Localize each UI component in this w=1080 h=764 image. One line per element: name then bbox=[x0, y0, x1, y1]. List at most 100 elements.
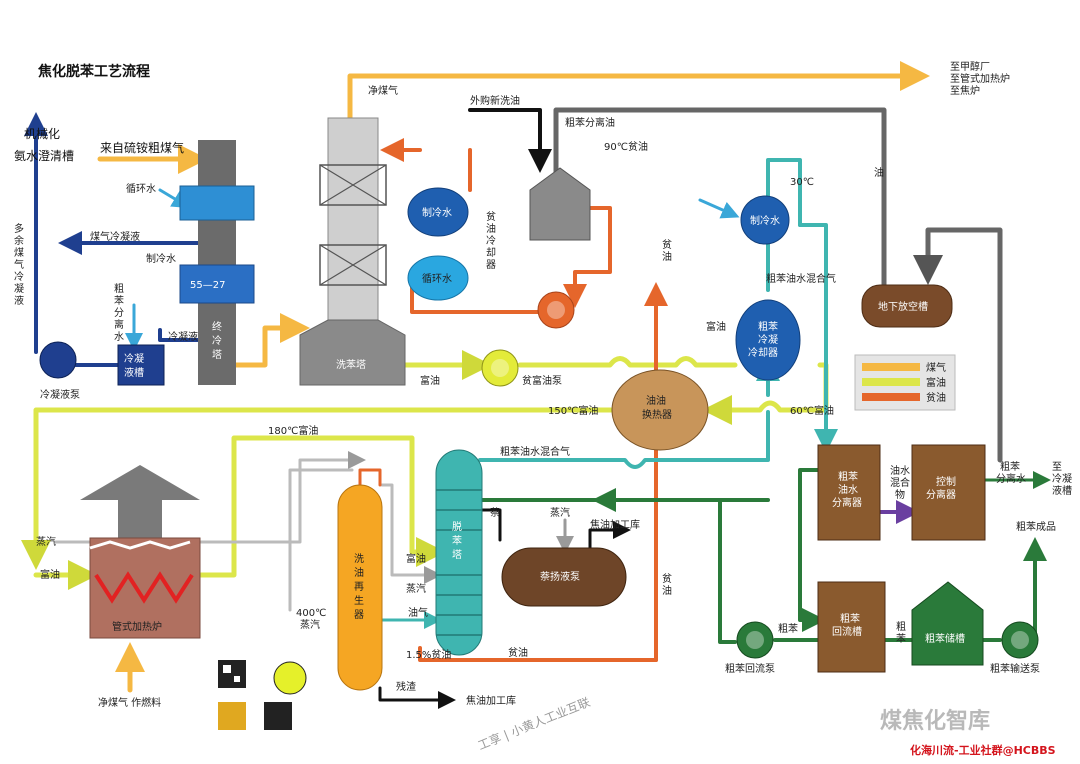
label-mechanized-1: 机械化 bbox=[24, 126, 60, 141]
label-reflux-2: 回流槽 bbox=[832, 625, 862, 638]
label-condenser-1: 粗苯 bbox=[758, 320, 778, 333]
pipe-steam-400 bbox=[288, 468, 354, 612]
scrubber-tower bbox=[327, 117, 379, 339]
label-lean-oil-v1-b: 油 bbox=[662, 250, 672, 263]
qr-code-3 bbox=[264, 702, 292, 730]
watermark-community: 化海川流-工业社群@HCBBS bbox=[910, 743, 1056, 757]
label-mechanized-2: 氨水澄清槽 bbox=[14, 148, 74, 163]
label-transfer-pump: 粗苯输送泵 bbox=[990, 662, 1040, 675]
label-exchanger-2: 换热器 bbox=[642, 408, 672, 421]
lean-oil-pump bbox=[537, 291, 575, 329]
svg-text:油: 油 bbox=[354, 566, 364, 579]
oil-oil-exchanger bbox=[611, 369, 709, 451]
label-crude-v-2: 苯 bbox=[896, 632, 906, 645]
label-condensate-pump: 冷凝液泵 bbox=[40, 388, 80, 401]
label-condensate: 冷凝液 bbox=[168, 330, 198, 343]
cooler-section-1 bbox=[179, 185, 255, 221]
label-mixed-gas-1: 粗苯油水混合气 bbox=[766, 272, 836, 285]
label-tar-plant-1: 焦油加工库 bbox=[590, 518, 640, 531]
label-outsource-oil: 外购新洗油 bbox=[470, 94, 520, 107]
svg-text:冷: 冷 bbox=[212, 334, 222, 347]
label-lean-oil-v2-a: 贫 bbox=[662, 572, 672, 585]
svg-text:冷: 冷 bbox=[486, 234, 496, 247]
label-to-plants-1: 至甲醇厂 bbox=[950, 60, 990, 73]
pipe-rich-180 bbox=[197, 435, 446, 578]
label-tar-plant-2: 焦油加工库 bbox=[466, 694, 516, 707]
label-reflux-1: 粗苯 bbox=[840, 612, 860, 625]
reflux-tank bbox=[817, 581, 886, 673]
label-rich-oil-2: 富油 bbox=[706, 320, 726, 333]
legend-gas: 煤气 bbox=[926, 361, 946, 374]
svg-text:苯: 苯 bbox=[114, 294, 124, 307]
label-oil-water-mix-2: 混合 bbox=[890, 476, 910, 489]
condensate-tank bbox=[117, 344, 165, 386]
svg-text:器: 器 bbox=[486, 259, 496, 271]
svg-text:塔: 塔 bbox=[452, 548, 462, 561]
label-sep-1: 粗苯 bbox=[838, 470, 858, 483]
label-temp-30: 30℃ bbox=[790, 177, 814, 188]
pipe-sep-to-reflux bbox=[798, 468, 826, 632]
chilled-water-cooler bbox=[407, 187, 469, 237]
svg-text:离: 离 bbox=[114, 318, 124, 331]
label-lean-rich-pump: 贫富油泵 bbox=[522, 374, 562, 387]
pipe-rich-60 bbox=[702, 362, 829, 425]
pipe-residue bbox=[378, 686, 456, 709]
svg-text:冷: 冷 bbox=[14, 270, 24, 283]
svg-text:油: 油 bbox=[486, 222, 496, 235]
svg-text:水: 水 bbox=[114, 331, 124, 343]
label-oil-gas: 油气 bbox=[408, 606, 428, 619]
label-to-cond-tank-1: 至 bbox=[1052, 461, 1062, 473]
label-condensate-tank-2: 液槽 bbox=[124, 366, 144, 379]
furnace-chimney bbox=[118, 500, 162, 538]
label-lean-oil-v1-a: 贫 bbox=[662, 238, 672, 251]
label-crude-product: 粗苯成品 bbox=[1016, 520, 1056, 533]
label-circ-water-2: 循环水 bbox=[422, 272, 452, 285]
transfer-pump bbox=[1001, 621, 1039, 659]
svg-text:洗: 洗 bbox=[354, 553, 364, 565]
pipe-steam-regen bbox=[380, 483, 442, 584]
label-condensate-tank-1: 冷凝 bbox=[124, 352, 144, 365]
label-gas-condensate: 煤气冷凝液 bbox=[90, 230, 140, 243]
svg-text:液: 液 bbox=[14, 294, 24, 307]
label-rich-180: 180℃富油 bbox=[268, 424, 318, 437]
svg-text:粗: 粗 bbox=[114, 283, 124, 295]
label-underground-tank: 地下放空槽 bbox=[878, 300, 928, 313]
label-clean-gas: 净煤气 bbox=[368, 84, 398, 97]
oil-separator bbox=[529, 167, 591, 241]
scrubber-base bbox=[299, 319, 406, 386]
label-control-sep-1: 控制 bbox=[936, 475, 956, 488]
page-title: 焦化脱苯工艺流程 bbox=[37, 63, 150, 80]
label-lean-90: 90℃贫油 bbox=[604, 140, 648, 153]
label-exchanger-1: 油油 bbox=[646, 394, 666, 407]
svg-text:多: 多 bbox=[14, 222, 24, 235]
label-excess-condensate: 多 余 煤 气 冷 凝 液 bbox=[14, 222, 24, 307]
label-rich-60: 60℃富油 bbox=[790, 404, 834, 417]
label-crude-v-1: 粗 bbox=[896, 621, 906, 633]
pipe-lean-90 bbox=[563, 206, 612, 308]
oil-water-separator bbox=[817, 444, 881, 541]
qr-code-2 bbox=[218, 702, 246, 730]
pipe-clean-gas-out bbox=[347, 61, 930, 121]
label-temp-pair: 55—27 bbox=[190, 280, 225, 291]
svg-text:再: 再 bbox=[354, 581, 364, 593]
wash-oil-regenerator bbox=[337, 484, 383, 691]
label-final-cooler: 终 冷 塔 bbox=[212, 320, 222, 361]
pipe-oil-to-tank bbox=[553, 107, 887, 303]
pipe-steam-furnace bbox=[54, 451, 366, 544]
label-steam-4: 蒸汽 bbox=[550, 506, 570, 519]
label-naphthalene: 萘 bbox=[490, 507, 500, 519]
label-rich-oil-4: 富油 bbox=[406, 552, 426, 565]
label-to-cond-tank-3: 液槽 bbox=[1052, 484, 1072, 497]
svg-text:器: 器 bbox=[354, 609, 364, 621]
crude-condenser bbox=[735, 299, 801, 381]
debenzene-tower bbox=[435, 449, 483, 656]
label-scrubber: 洗苯塔 bbox=[336, 358, 366, 371]
furnace-coil bbox=[94, 571, 194, 604]
label-sep-3: 分离器 bbox=[832, 496, 862, 509]
scrubber-packing-2 bbox=[319, 244, 387, 286]
label-oil-water-mix-1: 油水 bbox=[890, 464, 910, 477]
svg-text:苯: 苯 bbox=[452, 534, 462, 547]
label-rich-oil-3: 富油 bbox=[40, 568, 60, 581]
label-tube-furnace: 管式加热炉 bbox=[112, 620, 162, 633]
